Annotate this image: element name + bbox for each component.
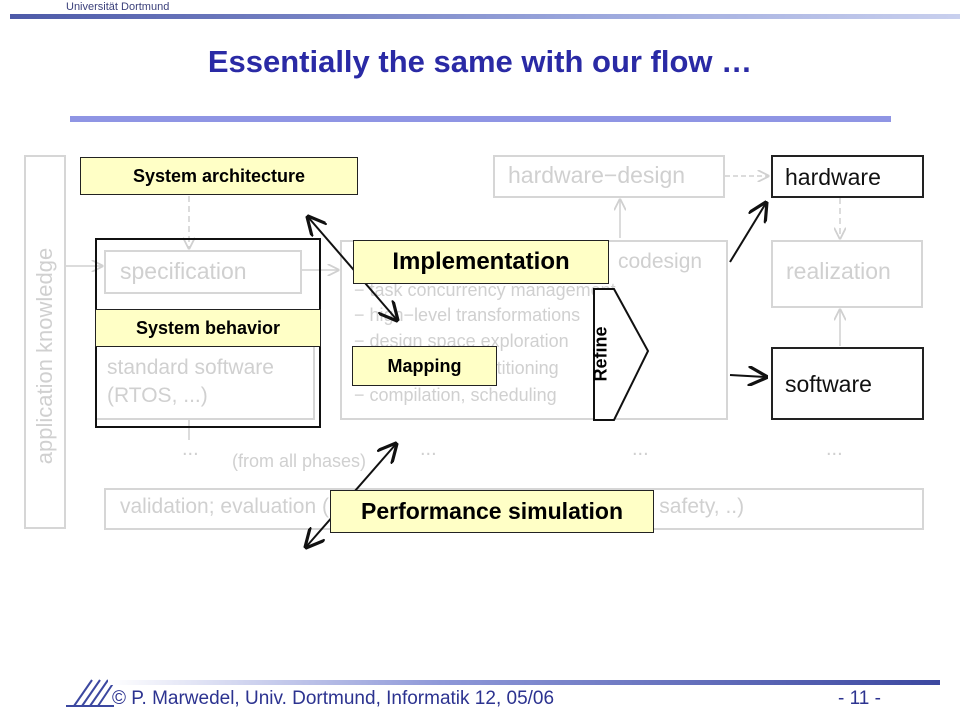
hardware-design-label: hardware−design	[508, 162, 686, 188]
header-bar	[10, 14, 960, 19]
system-behavior-label: System behavior	[95, 309, 321, 347]
ellipsis-1: ...	[182, 438, 199, 460]
application-knowledge-box	[24, 155, 66, 529]
ellipsis-2: ...	[420, 438, 437, 460]
standard-software-line1: standard software	[107, 356, 274, 379]
performance-simulation-label: Performance simulation	[330, 490, 654, 533]
codesign-item-2: − high−level transformations	[354, 305, 581, 325]
software-label: software	[785, 371, 872, 397]
codesign-item-1: − task concurrency management	[354, 280, 616, 300]
specification-label: specification	[120, 258, 247, 284]
title-underline	[70, 116, 891, 122]
codesign-item-5: − compilation, scheduling	[354, 385, 557, 405]
footer-author: © P. Marwedel, Univ. Dortmund, Informati…	[112, 688, 554, 710]
page-number: - 11 -	[838, 688, 881, 709]
footer-bar	[108, 680, 940, 685]
copyright-symbol: ©	[112, 688, 126, 709]
realization-box	[771, 240, 923, 308]
footer-logo-icon	[66, 679, 115, 707]
codesign-label: codesign	[618, 250, 703, 273]
refine-label: Refine	[590, 326, 611, 382]
standard-software-line2: (RTOS, ...)	[107, 384, 208, 407]
hardware-box: hardware	[771, 155, 924, 198]
university-name: Universität Dortmund	[66, 1, 170, 13]
specification-box	[104, 250, 302, 294]
realization-label: realization	[786, 258, 891, 284]
implementation-label: Implementation	[353, 240, 609, 284]
mapping-label: Mapping	[352, 346, 497, 386]
software-box: software	[771, 347, 924, 420]
ellipsis-4: ...	[826, 438, 843, 460]
ellipsis-3: ...	[632, 438, 649, 460]
hardware-label: hardware	[785, 164, 881, 190]
system-architecture-label: System architecture	[80, 157, 358, 195]
slide-title: Essentially the same with our flow …	[207, 44, 753, 79]
footer-author-text: P. Marwedel, Univ. Dortmund, Informatik …	[131, 688, 555, 709]
hardware-design-box	[493, 155, 725, 198]
